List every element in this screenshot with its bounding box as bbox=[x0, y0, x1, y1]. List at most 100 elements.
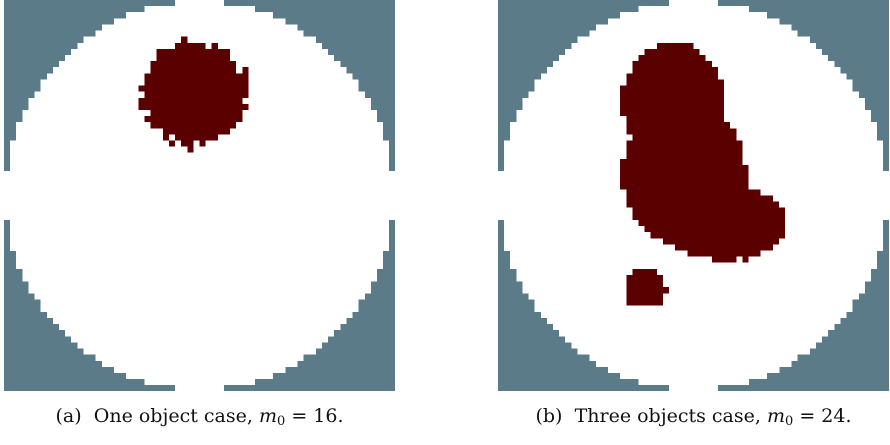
panel-a-domain-pixels bbox=[4, 189, 395, 196]
panel-b-domain-pixels bbox=[510, 262, 878, 270]
panel-b-domain-pixels bbox=[504, 140, 627, 147]
panel-b-domain-pixels bbox=[724, 109, 871, 117]
panel-a-object-pixels bbox=[150, 122, 237, 129]
panel-b-object-pixels bbox=[711, 256, 737, 263]
panel-b-domain-pixels bbox=[785, 207, 889, 215]
panel-a-domain-pixels bbox=[10, 244, 390, 251]
caption-a-text: One object case, bbox=[93, 405, 253, 427]
panel-b-object-pixels bbox=[626, 299, 664, 306]
panel-b-object-pixels bbox=[638, 219, 786, 227]
panel-a-object-pixels bbox=[211, 42, 219, 50]
panel-b-domain-pixels bbox=[516, 274, 627, 282]
panel-b-object-pixels bbox=[632, 67, 719, 74]
panel-a-domain-pixels bbox=[230, 48, 329, 56]
panel-b-domain-pixels bbox=[552, 61, 633, 68]
panel-b-domain-pixels bbox=[540, 73, 627, 80]
panel-b-domain-pixels bbox=[742, 140, 884, 147]
caption-b-subscript: 0 bbox=[784, 414, 794, 429]
panel-b-object-pixels bbox=[638, 54, 707, 62]
caption-b-value: = 24. bbox=[799, 405, 852, 427]
panel-b-object-pixels bbox=[626, 73, 719, 80]
panel-b-object-pixels bbox=[626, 281, 664, 288]
panel-b-domain-pixels bbox=[736, 134, 878, 141]
panel-b-domain-pixels bbox=[662, 293, 859, 300]
panel-a-domain-pixels bbox=[144, 6, 255, 13]
panel-b-domain-pixels bbox=[748, 177, 889, 184]
panel-a-domain-pixels bbox=[193, 140, 200, 147]
panel-b-domain-pixels bbox=[510, 122, 627, 129]
panel-a-domain-pixels bbox=[4, 195, 395, 202]
panel-a-domain-pixels bbox=[126, 12, 274, 19]
panel-b-domain-pixels bbox=[559, 329, 829, 337]
panel-b-domain-pixels bbox=[772, 195, 889, 202]
panel-a-domain-pixels bbox=[95, 30, 304, 37]
panel-b-domain-pixels bbox=[571, 42, 658, 50]
panel-b-domain-pixels bbox=[662, 281, 865, 288]
panel-b-domain-pixels bbox=[669, 287, 865, 294]
panel-b-domain-pixels bbox=[717, 67, 841, 74]
panel-b-domain-pixels bbox=[620, 12, 768, 19]
panel-b-domain-pixels bbox=[589, 30, 798, 37]
panel-a-domain-pixels bbox=[236, 61, 341, 68]
panel-b-domain-pixels bbox=[760, 250, 878, 257]
panel-b-object-pixels bbox=[687, 250, 761, 257]
panel-a-domain-pixels bbox=[248, 73, 353, 80]
figure-panel-a bbox=[4, 0, 395, 391]
panel-a-domain-pixels bbox=[16, 256, 384, 263]
caption-a: (a) One object case, m0 = 16. bbox=[4, 404, 395, 428]
panel-a-domain-pixels bbox=[65, 54, 158, 62]
panel-a-object-pixels bbox=[150, 67, 237, 74]
panel-b-object-pixels bbox=[620, 158, 743, 166]
panel-a-domain-pixels bbox=[10, 146, 188, 154]
panel-b-domain-pixels bbox=[607, 366, 780, 373]
panel-b-object-pixels bbox=[620, 183, 749, 190]
panel-a-domain-pixels bbox=[28, 103, 139, 111]
panel-b-domain-pixels bbox=[577, 36, 810, 44]
panel-a-object-pixels bbox=[144, 91, 249, 99]
panel-b-object-pixels bbox=[620, 164, 749, 172]
panel-a-domain-pixels bbox=[248, 91, 365, 99]
panel-b-domain-pixels bbox=[504, 232, 652, 239]
panel-b-object-pixels bbox=[620, 103, 725, 111]
panel-b-domain-pixels bbox=[736, 128, 878, 135]
panel-b-domain-pixels bbox=[779, 238, 884, 245]
panel-b-object-pixels bbox=[626, 146, 743, 154]
panel-b-domain-pixels bbox=[498, 189, 627, 196]
panel-a-domain-pixels bbox=[10, 232, 390, 239]
panel-b-domain-pixels bbox=[498, 207, 633, 215]
panel-a-domain-pixels bbox=[83, 36, 182, 44]
panel-b-domain-pixels bbox=[504, 219, 639, 227]
panel-b-domain-pixels bbox=[662, 274, 871, 282]
panel-b-domain-pixels bbox=[699, 48, 823, 56]
panel-b-domain-pixels bbox=[724, 103, 865, 111]
panel-b-domain-pixels bbox=[510, 128, 627, 135]
panel-a-domain-pixels bbox=[248, 79, 359, 86]
panel-a-object-pixels bbox=[144, 79, 249, 86]
panel-a-domain-pixels bbox=[101, 24, 298, 31]
panel-b-domain-pixels bbox=[516, 268, 633, 276]
panel-a-object-pixels bbox=[150, 61, 237, 68]
panel-b-object-pixels bbox=[650, 232, 786, 239]
panel-b-domain-pixels bbox=[736, 256, 743, 263]
panel-a-image bbox=[4, 0, 395, 391]
panel-a-domain-pixels bbox=[230, 128, 384, 135]
panel-b-domain-pixels bbox=[595, 24, 792, 31]
panel-b-domain-pixels bbox=[730, 122, 878, 129]
panel-a-domain-pixels bbox=[22, 116, 145, 123]
panel-b-object-pixels bbox=[632, 61, 713, 68]
panel-b-object-pixels bbox=[675, 244, 774, 251]
panel-a-domain-pixels bbox=[58, 323, 341, 331]
panel-a-domain-pixels bbox=[10, 152, 390, 160]
panel-b-domain-pixels bbox=[522, 97, 621, 105]
panel-a-domain-pixels bbox=[40, 85, 139, 92]
panel-a-domain-pixels bbox=[126, 372, 274, 380]
panel-b-domain-pixels bbox=[760, 189, 889, 196]
panel-b-domain-pixels bbox=[534, 79, 627, 86]
panel-a-object-pixels bbox=[162, 128, 231, 135]
panel-a-domain-pixels bbox=[10, 238, 390, 245]
panel-a-domain-pixels bbox=[22, 109, 151, 117]
panel-b-domain-pixels bbox=[620, 372, 768, 380]
panel-b-object-pixels bbox=[632, 134, 737, 141]
panel-a-object-pixels bbox=[156, 48, 231, 56]
panel-b-domain-pixels bbox=[742, 146, 884, 154]
